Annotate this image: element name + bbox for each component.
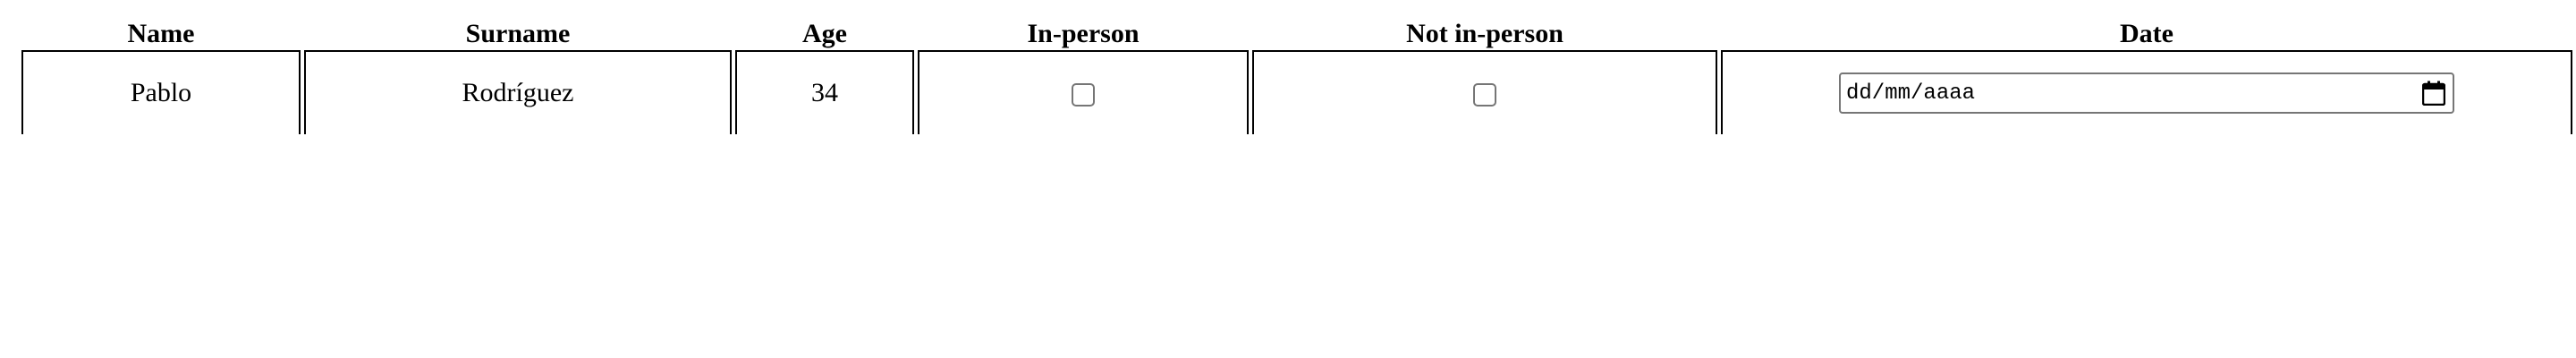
in-person-checkbox[interactable] — [1072, 83, 1095, 107]
calendar-icon[interactable] — [2422, 81, 2445, 106]
date-input[interactable]: dd/mm/aaaa — [1839, 72, 2454, 114]
cell-age: 34 — [735, 52, 914, 134]
header-in-person: In-person — [918, 14, 1249, 52]
table-header-row: Name Surname Age In-person Not in-person… — [21, 14, 2572, 52]
cell-surname: Rodríguez — [304, 52, 732, 134]
cell-date: dd/mm/aaaa — [1721, 52, 2572, 134]
not-in-person-checkbox[interactable] — [1473, 83, 1496, 107]
header-not-in-person: Not in-person — [1252, 14, 1717, 52]
header-surname: Surname — [304, 14, 732, 52]
header-date: Date — [1721, 14, 2572, 52]
header-name: Name — [21, 14, 301, 52]
cell-not-in-person — [1252, 52, 1717, 134]
header-age: Age — [735, 14, 914, 52]
table-row: Pablo Rodríguez 34 dd/mm/aaaa — [21, 52, 2572, 134]
date-input-placeholder: dd/mm/aaaa — [1846, 81, 1976, 106]
cell-in-person — [918, 52, 1249, 134]
people-table: Name Surname Age In-person Not in-person… — [18, 14, 2576, 134]
cell-name: Pablo — [21, 52, 301, 134]
